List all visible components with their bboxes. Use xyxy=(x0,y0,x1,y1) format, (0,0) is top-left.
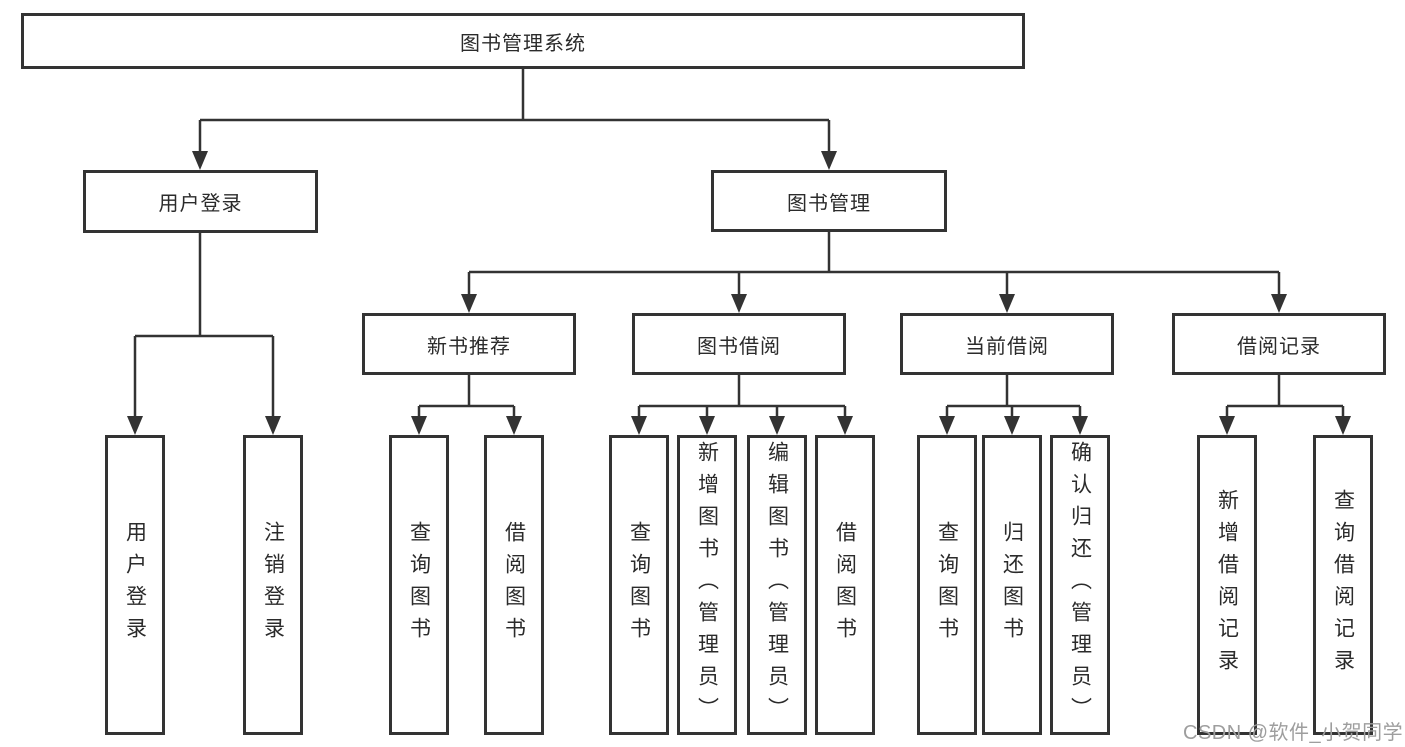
arrow-down-icon xyxy=(821,151,837,170)
arrow-down-icon xyxy=(1271,294,1287,313)
node-label: 用户登录 xyxy=(158,193,243,215)
arrow-down-icon xyxy=(1219,416,1235,435)
node-book-borrow: 图书借阅 xyxy=(632,313,846,375)
node-new-book-recommend: 新书推荐 xyxy=(362,313,576,375)
leaf-label: 查询借阅记录 xyxy=(1331,489,1355,681)
leaf-add-books-admin: 新增图书（管理员） xyxy=(677,435,737,735)
arrow-down-icon xyxy=(1335,416,1351,435)
leaf-label: 归还图书 xyxy=(1000,521,1024,649)
arrow-down-icon xyxy=(999,294,1015,313)
leaf-query-books-current: 查询图书 xyxy=(917,435,977,735)
watermark: CSDN @软件_小贺同学 xyxy=(1183,722,1404,744)
node-label: 图书管理系统 xyxy=(460,32,586,55)
arrow-down-icon xyxy=(837,416,853,435)
leaf-label: 查询图书 xyxy=(627,521,651,649)
arrow-down-icon xyxy=(1004,416,1020,435)
leaf-label: 编辑图书（管理员） xyxy=(765,441,789,729)
node-label: 当前借阅 xyxy=(965,335,1049,358)
leaf-label: 借阅图书 xyxy=(502,521,526,649)
arrow-down-icon xyxy=(192,151,208,170)
leaf-label: 查询图书 xyxy=(935,521,959,649)
leaf-label: 新增借阅记录 xyxy=(1215,489,1239,681)
leaf-edit-books-admin: 编辑图书（管理员） xyxy=(747,435,807,735)
node-user-login: 用户登录 xyxy=(83,170,318,233)
arrow-down-icon xyxy=(939,416,955,435)
arrow-down-icon xyxy=(461,294,477,313)
arrow-down-icon xyxy=(265,416,281,435)
node-label: 图书借阅 xyxy=(697,335,781,358)
arrow-down-icon xyxy=(699,416,715,435)
leaf-label: 注销登录 xyxy=(261,521,285,649)
leaf-label: 借阅图书 xyxy=(833,521,857,649)
leaf-label: 用户登录 xyxy=(123,521,147,649)
node-label: 图书管理 xyxy=(787,192,871,215)
node-label: 新书推荐 xyxy=(427,335,511,358)
arrow-down-icon xyxy=(411,416,427,435)
leaf-label: 确认归还（管理员） xyxy=(1068,441,1092,729)
arrow-down-icon xyxy=(631,416,647,435)
node-label: 借阅记录 xyxy=(1237,335,1321,358)
arrow-down-icon xyxy=(1072,416,1088,435)
leaf-query-borrow-record: 查询借阅记录 xyxy=(1313,435,1373,735)
leaf-return-books: 归还图书 xyxy=(982,435,1042,735)
leaf-confirm-return-admin: 确认归还（管理员） xyxy=(1050,435,1110,735)
node-borrow-records: 借阅记录 xyxy=(1172,313,1386,375)
leaf-label: 查询图书 xyxy=(407,521,431,649)
leaf-user-login: 用户登录 xyxy=(105,435,165,735)
leaf-logout: 注销登录 xyxy=(243,435,303,735)
leaf-label: 新增图书（管理员） xyxy=(695,441,719,729)
arrow-down-icon xyxy=(731,294,747,313)
leaf-query-books-borrow: 查询图书 xyxy=(609,435,669,735)
node-book-management: 图书管理 xyxy=(711,170,947,232)
node-current-borrow: 当前借阅 xyxy=(900,313,1114,375)
arrow-down-icon xyxy=(769,416,785,435)
node-library-system: 图书管理系统 xyxy=(21,13,1025,69)
leaf-borrow-books-recommend: 借阅图书 xyxy=(484,435,544,735)
arrow-down-icon xyxy=(506,416,522,435)
leaf-add-borrow-record: 新增借阅记录 xyxy=(1197,435,1257,735)
leaf-borrow-books: 借阅图书 xyxy=(815,435,875,735)
leaf-query-books-recommend: 查询图书 xyxy=(389,435,449,735)
arrow-down-icon xyxy=(127,416,143,435)
